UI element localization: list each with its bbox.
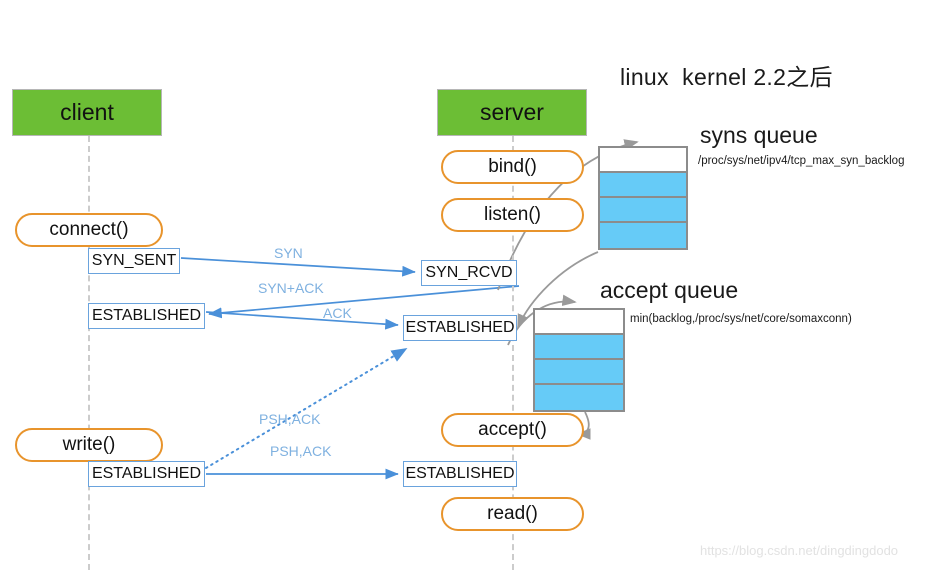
server-state-established-1: ESTABLISHED [403,315,517,341]
queue-cell-filled [535,360,623,385]
server-state-established-2: ESTABLISHED [403,461,517,487]
server-state-syn-rcvd: SYN_RCVD [421,260,517,286]
syns-queue-title: syns queue [700,122,818,148]
server-call-listen: listen() [441,198,584,232]
queue-cell-filled [535,335,623,360]
client-state-syn-sent: SYN_SENT [88,248,180,274]
client-state-established-1: ESTABLISHED [88,303,205,329]
server-header: server [437,89,587,136]
arrow-syn-ack [208,285,520,319]
packet-label-ack: ACK [323,305,352,321]
packet-label-psh-ack-solid: PSH,ACK [270,443,332,459]
client-state-established-2: ESTABLISHED [88,461,205,487]
arrow-ack [205,311,399,330]
queue-cell-empty [600,148,686,173]
client-call-connect: connect() [15,213,163,247]
accept-queue-title: accept queue [600,277,739,303]
server-call-read: read() [441,497,584,531]
client-lifeline [88,136,90,570]
queue-cell-empty [535,310,623,335]
server-call-accept: accept() [441,413,584,447]
syns-queue-box [598,146,688,250]
accept-queue-note: min(backlog,/proc/sys/net/core/somaxconn… [630,313,852,325]
queue-cell-filled [535,385,623,410]
queue-cell-filled [600,198,686,223]
packet-label-syn: SYN [274,245,303,261]
packet-label-syn-ack: SYN+ACK [258,280,324,296]
syns-queue-note: /proc/sys/net/ipv4/tcp_max_syn_backlog [698,155,905,167]
packet-label-psh-ack-dotted: PSH,ACK [259,411,321,427]
queue-cell-filled [600,223,686,248]
queue-cell-filled [600,173,686,198]
watermark: https://blog.csdn.net/dingdingdodo [700,543,899,558]
client-call-write: write() [15,428,163,462]
server-lifeline [512,136,514,570]
page-title: linux kernel 2.2之后 [620,64,833,90]
accept-queue-box [533,308,625,412]
server-call-bind: bind() [441,150,584,184]
client-header: client [12,89,162,136]
